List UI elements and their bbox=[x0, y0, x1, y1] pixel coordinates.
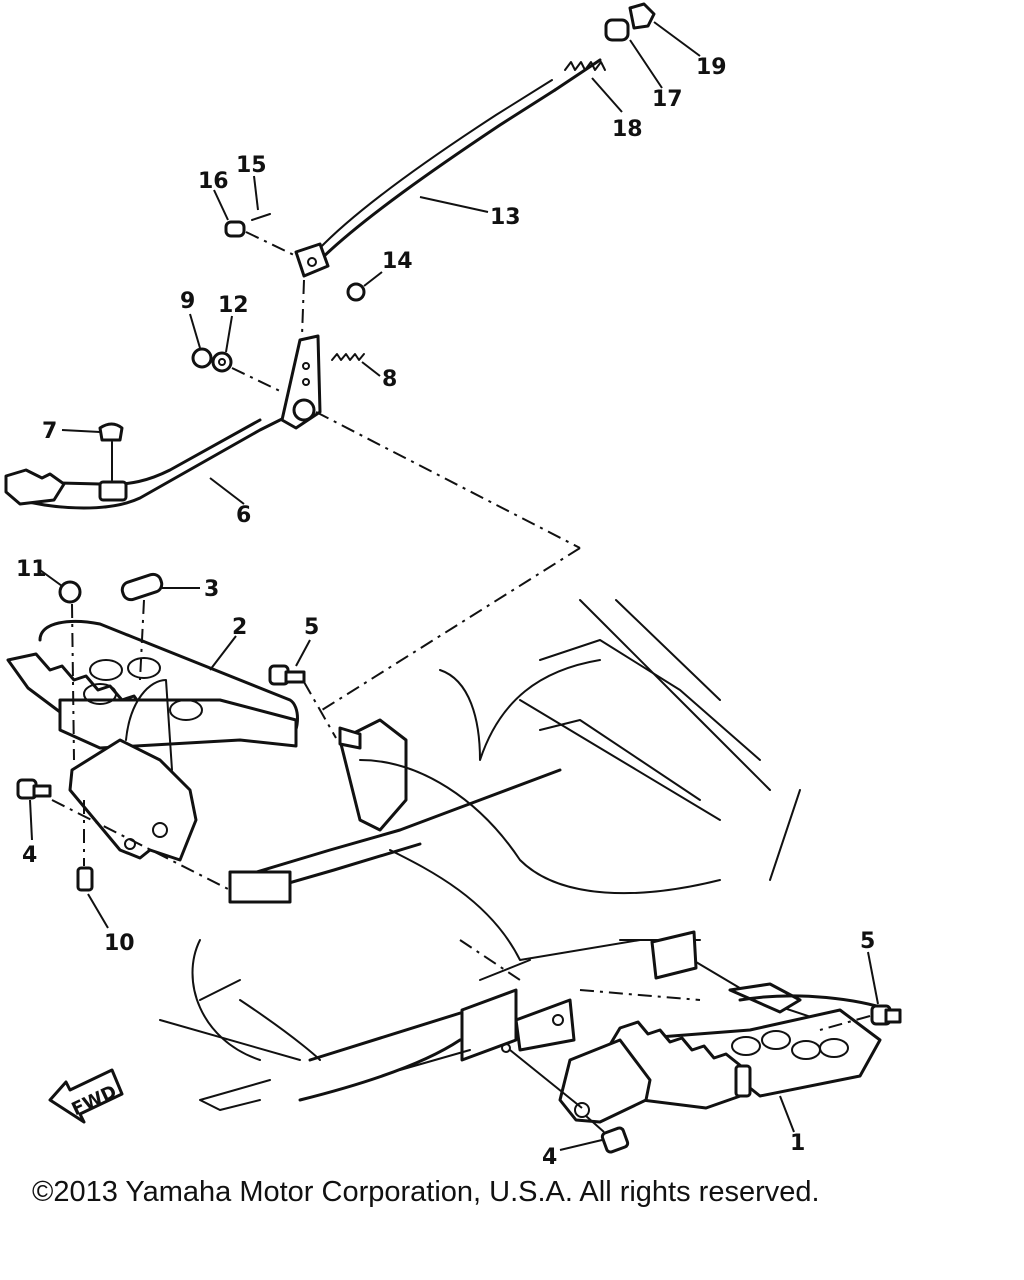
copyright-notice: ©2013 Yamaha Motor Corporation, U.S.A. A… bbox=[32, 1176, 820, 1208]
exploded-parts-diagram: FWD 1 2 3 4 4 5 5 6 7 8 9 10 11 12 13 14… bbox=[4, 2, 902, 1170]
rod-joint bbox=[294, 242, 330, 278]
nut-11 bbox=[39, 569, 82, 761]
callout-8: 8 bbox=[382, 367, 397, 392]
footrest-1 bbox=[558, 982, 892, 1133]
callout-3: 3 bbox=[204, 577, 219, 602]
cotter-pin-15 bbox=[251, 175, 271, 221]
callout-4-left: 4 bbox=[22, 843, 37, 868]
brake-rod-13 bbox=[316, 58, 602, 264]
brake-pedal-6 bbox=[4, 334, 322, 510]
brake-pedal-cap-7 bbox=[61, 422, 124, 481]
bolt-5-left bbox=[268, 639, 337, 739]
adjusting-nut-17 bbox=[604, 18, 663, 89]
callout-12: 12 bbox=[218, 293, 249, 318]
bolt-5-right bbox=[819, 951, 902, 1031]
callout-5-left: 5 bbox=[304, 615, 319, 640]
return-spring-8 bbox=[331, 353, 381, 377]
callout-17: 17 bbox=[652, 87, 683, 112]
frame bbox=[159, 599, 821, 1111]
bolt-4-left bbox=[16, 778, 231, 891]
wing-nut-19 bbox=[628, 2, 701, 57]
callout-13: 13 bbox=[490, 205, 521, 230]
callout-7: 7 bbox=[42, 419, 57, 444]
footrest-2 bbox=[6, 619, 299, 862]
washer-12 bbox=[211, 315, 283, 393]
callout-5-right: 5 bbox=[860, 929, 875, 954]
washer-9 bbox=[189, 313, 213, 369]
callout-1: 1 bbox=[790, 1131, 805, 1156]
forward-direction-arrow: FWD bbox=[48, 1068, 124, 1124]
callout-9: 9 bbox=[180, 289, 195, 314]
callout-19: 19 bbox=[696, 55, 727, 80]
pin-16 bbox=[213, 189, 297, 257]
pin-3 bbox=[120, 572, 200, 681]
nut-14 bbox=[346, 271, 383, 302]
callout-14: 14 bbox=[382, 249, 413, 274]
callout-10: 10 bbox=[104, 931, 135, 956]
callout-4-right: 4 bbox=[542, 1145, 557, 1170]
spring-18 bbox=[564, 61, 623, 113]
bolt-4-right bbox=[509, 1049, 630, 1154]
callout-2: 2 bbox=[232, 615, 247, 640]
callout-6: 6 bbox=[236, 503, 251, 528]
bolt-10 bbox=[76, 800, 109, 929]
callout-11: 11 bbox=[16, 557, 47, 582]
callout-15: 15 bbox=[236, 153, 267, 178]
callout-16: 16 bbox=[198, 169, 229, 194]
callout-18: 18 bbox=[612, 117, 643, 142]
